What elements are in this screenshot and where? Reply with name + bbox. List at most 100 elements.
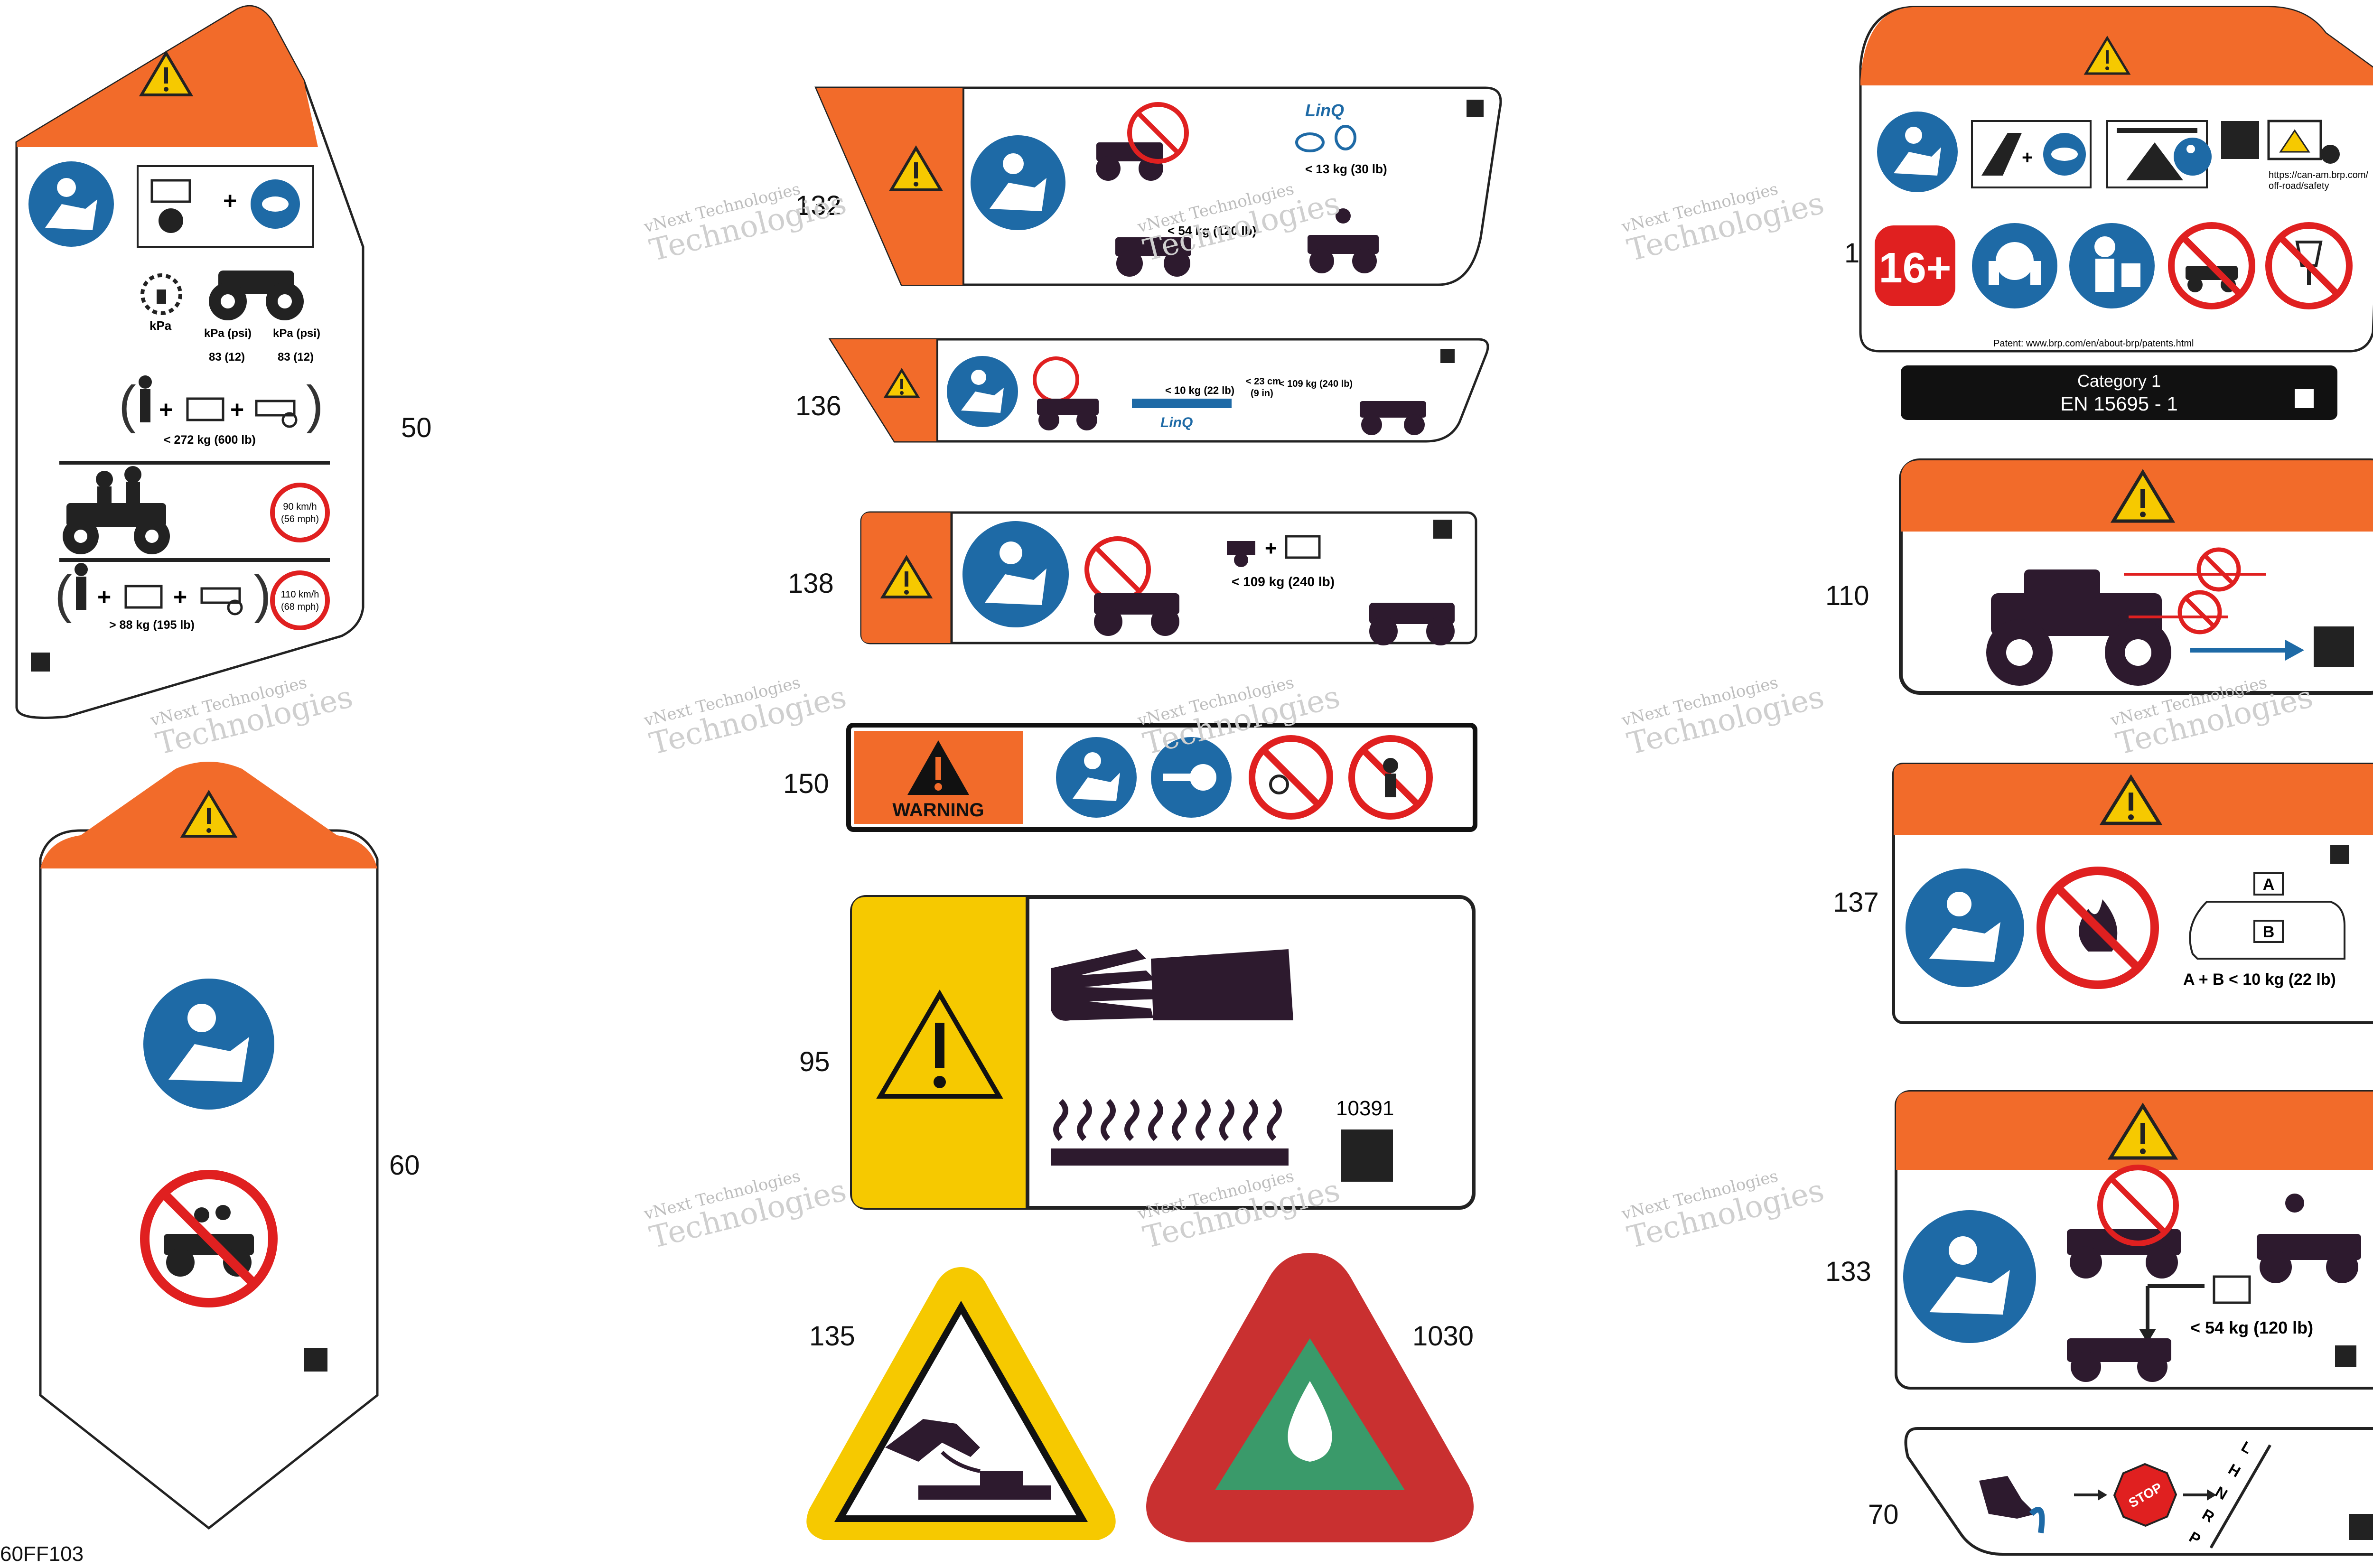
label-70: STOP L H N R P	[1904, 1427, 2373, 1556]
qr-code	[304, 1348, 327, 1372]
label-137: A B A + B < 10 kg (22 lb)	[1892, 763, 2373, 1024]
svg-text:+: +	[97, 584, 111, 610]
label-10: + https://can-am.brp.com/ off-road/safet…	[1859, 6, 2373, 420]
protective-gear-icon	[2069, 223, 2155, 308]
qr-code	[1467, 100, 1484, 117]
front-pressure-label: kPa (psi)	[204, 327, 252, 340]
callout-70: 70	[1868, 1499, 1899, 1530]
svg-text:(68 mph): (68 mph)	[281, 602, 319, 612]
rear-pressure-label: kPa (psi)	[273, 327, 320, 340]
label-60	[39, 762, 379, 1530]
svg-text:): )	[254, 565, 271, 624]
key-icon	[1151, 737, 1232, 818]
label-138: + < 109 kg (240 lb)	[860, 511, 1477, 645]
qr-code	[2335, 1345, 2356, 1367]
tongue-limit: < 109 kg (240 lb)	[1279, 379, 1353, 389]
callout-133: 133	[1825, 1256, 1871, 1287]
tire-pressure-icon	[140, 273, 182, 315]
atv-rider-icon	[1308, 208, 1379, 273]
play-icon	[2321, 145, 2340, 164]
front-limit: < 54 kg (120 lb)	[2190, 1318, 2313, 1337]
part-code: 10391	[1336, 1097, 1394, 1120]
warning-triangle-icon	[880, 555, 933, 598]
hot-surface-icon	[1053, 1099, 1282, 1141]
read-manual-icon	[1056, 737, 1137, 818]
svg-text:A: A	[2263, 876, 2275, 894]
no-alcohol-icon	[2265, 222, 2353, 309]
callout-137: 137	[1833, 887, 1879, 918]
label-150: WARNING	[846, 723, 1477, 832]
speed-limit-sign-2: 110 km/h (68 mph)	[270, 570, 330, 630]
atv-tow-icon	[1360, 401, 1426, 435]
atv-passenger-icon	[63, 466, 170, 554]
callout-60: 60	[389, 1150, 420, 1181]
callout-132: 132	[795, 190, 841, 221]
label-1030	[1146, 1253, 1474, 1542]
label-136: < 10 kg (22 lb) LinQ < 23 cm (9 in) < 10…	[828, 338, 1489, 443]
atv-icon	[2067, 1338, 2171, 1382]
no-flame-icon	[2037, 867, 2159, 989]
warning-triangle-icon	[888, 145, 944, 191]
svg-text:+: +	[223, 187, 237, 214]
load-limit: < 272 kg (600 lb)	[164, 433, 256, 447]
warning-triangle-icon	[883, 368, 920, 398]
svg-text:+: +	[159, 396, 173, 423]
callout-135: 135	[809, 1321, 855, 1352]
label-95: 10391	[850, 895, 1476, 1210]
read-manual-icon	[947, 356, 1018, 427]
warning-triangle-icon	[2083, 36, 2131, 75]
tongue-limit: > 88 kg (195 lb)	[109, 618, 195, 632]
read-manual-icon	[1877, 112, 1958, 192]
rear-limit: < 13 kg (30 lb)	[1305, 162, 1387, 176]
warning-triangle-icon	[2099, 774, 2163, 825]
svg-text:(9 in): (9 in)	[1251, 388, 1273, 399]
terrain-icon	[2043, 133, 2086, 176]
callout-138: 138	[788, 568, 834, 599]
category-plate	[1901, 365, 2337, 420]
speed-limit-sign-1: 90 km/h (56 mph)	[270, 483, 330, 542]
stop-sign-icon: STOP	[2113, 1463, 2177, 1527]
patent-text: Patent: www.brp.com/en/about-brp/patents…	[1993, 338, 2194, 349]
qr-code	[1341, 1129, 1393, 1182]
front-pressure-value: 83 (12)	[209, 351, 245, 364]
atv-icon	[1986, 569, 2171, 686]
no-passenger-atv-icon	[1096, 102, 1189, 181]
hot-surface-base	[1051, 1148, 1289, 1166]
linq-mount-icon	[1295, 125, 1356, 152]
qr-code-plate	[2295, 389, 2314, 408]
warning-triangle-icon	[907, 740, 969, 795]
callout-110: 110	[1825, 580, 1869, 611]
svg-text:(: (	[119, 375, 136, 434]
arrow-right-icon	[2190, 640, 2304, 661]
svg-text:+: +	[1265, 537, 1277, 560]
svg-text:110 km/h: 110 km/h	[281, 589, 319, 600]
qr-code	[2314, 626, 2354, 667]
linq-logo: LinQ	[1305, 101, 1344, 120]
label-110	[1899, 458, 2373, 695]
atv-lights-icon	[2257, 1194, 2361, 1283]
qr-code	[2221, 121, 2259, 159]
front-limit: < 54 kg (120 lb)	[1168, 224, 1256, 238]
load-formula-2: ( + + )	[55, 563, 271, 624]
standard-text: EN 15695 - 1	[2060, 392, 2178, 415]
qr-code	[2330, 845, 2349, 864]
svg-text:90 km/h: 90 km/h	[283, 502, 317, 512]
rack-limit: < 10 kg (22 lb)	[1165, 384, 1234, 396]
arrow-down-icon	[2139, 1284, 2205, 1343]
atv-front-icon	[209, 271, 304, 320]
svg-text:(: (	[55, 565, 72, 624]
qr-code	[31, 653, 50, 672]
fluid-drop-icon	[1288, 1381, 1332, 1462]
svg-text:B: B	[2263, 923, 2275, 941]
tow-cargo-icon: +	[1227, 535, 1321, 567]
read-manual-icon	[143, 979, 274, 1110]
arrow-right-icon-2	[2183, 1489, 2216, 1501]
warning-triangle-icon	[876, 989, 1003, 1099]
safety-url: https://can-am.brp.com/	[2269, 170, 2369, 180]
no-tow-icon-1	[2124, 547, 2266, 592]
no-children-icon	[1348, 735, 1433, 820]
read-manual-icon	[28, 161, 114, 247]
